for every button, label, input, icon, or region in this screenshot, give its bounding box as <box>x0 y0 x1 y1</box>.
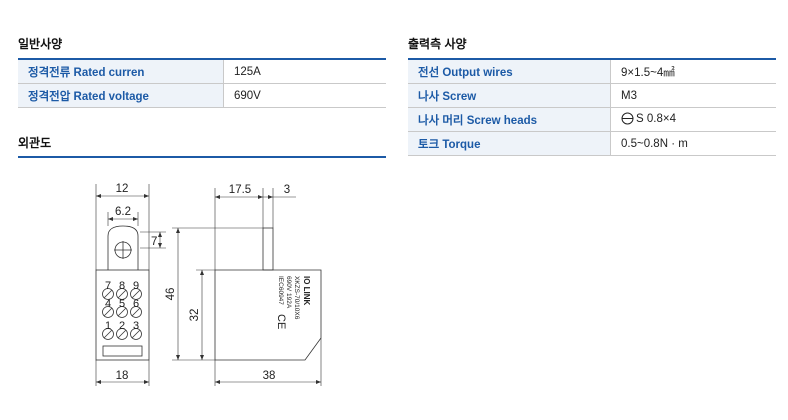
dim-side-width: 38 <box>263 370 276 382</box>
side-view <box>214 227 322 361</box>
label-standard: IEC60947 <box>277 276 284 305</box>
dim-width-bottom: 18 <box>116 370 129 382</box>
dim-width-inner: 6.2 <box>115 206 131 218</box>
spec-label: 전선 Output wires <box>408 60 611 84</box>
terminal-number: 4 <box>105 298 111 310</box>
general-spec-title: 일반사양 <box>18 37 63 51</box>
output-spec-table: 전선 Output wires 9×1.5~4㎟ 나사 Screw M3 나사 … <box>408 60 776 156</box>
table-row: 나사 Screw M3 <box>408 83 776 108</box>
dim-side-offset: 17.5 <box>229 184 251 196</box>
table-row: 전선 Output wires 9×1.5~4㎟ <box>408 60 776 84</box>
spec-value: 690V <box>223 83 386 108</box>
table-row: 나사 머리 Screw heads S 0.8×4 <box>408 107 776 132</box>
spec-label: 토크 Torque <box>408 131 611 156</box>
terminal-screws <box>102 288 142 340</box>
spec-label: 나사 Screw <box>408 83 611 108</box>
terminal-number: 7 <box>105 280 111 292</box>
spec-value: M3 <box>610 83 776 108</box>
dim-height-body: 32 <box>189 309 201 322</box>
label-model: XKZS-70/10X6 <box>293 276 300 320</box>
ce-mark: CE <box>275 314 287 329</box>
spec-value: 0.5~0.8N · m <box>610 131 776 156</box>
table-row: 정격전류 Rated curren 125A <box>18 60 386 84</box>
spec-label: 정격전류 Rated curren <box>18 60 224 84</box>
front-tab <box>107 225 139 270</box>
label-rating: 690V 192A <box>285 276 292 309</box>
terminal-number: 2 <box>119 320 125 332</box>
drawing-rule <box>18 156 386 158</box>
output-spec-rule <box>408 58 776 60</box>
spec-value: S 0.8×4 <box>610 107 776 132</box>
dim-width-top: 12 <box>116 183 129 195</box>
screw-head-icon <box>621 112 634 128</box>
dim-tab: 7 <box>151 236 157 248</box>
terminal-number: 1 <box>105 320 111 332</box>
dimension-arrows <box>96 194 321 384</box>
spec-value: 9×1.5~4㎟ <box>610 60 776 84</box>
spec-label: 나사 머리 Screw heads <box>408 107 611 132</box>
product-label: IO LINK XKZS-70/10X6 690V 192A IEC60947 … <box>275 276 311 329</box>
dim-height-total: 46 <box>165 288 177 301</box>
table-row: 정격전압 Rated voltage 690V <box>18 83 386 108</box>
terminal-number: 3 <box>133 320 139 332</box>
front-body <box>95 269 150 361</box>
terminal-number: 9 <box>133 280 139 292</box>
table-row: 토크 Torque 0.5~0.8N · m <box>408 131 776 156</box>
brand-logo: IO LINK <box>302 276 311 306</box>
terminal-numbers: 7 8 9 4 5 6 1 2 3 <box>105 280 139 332</box>
terminal-number: 5 <box>119 298 125 310</box>
terminal-number: 6 <box>133 298 139 310</box>
side-dimensions <box>172 188 322 386</box>
terminal-number: 8 <box>119 280 125 292</box>
output-spec-title: 출력측 사양 <box>408 37 467 51</box>
general-spec-rule <box>18 58 386 60</box>
drawing-title: 외관도 <box>18 136 52 150</box>
spec-label: 정격전압 Rated voltage <box>18 83 224 108</box>
spec-value-text: S 0.8×4 <box>636 112 676 125</box>
front-bottom-bar <box>102 345 143 357</box>
general-spec-table: 정격전류 Rated curren 125A 정격전압 Rated voltag… <box>18 60 386 108</box>
spec-value: 125A <box>223 60 386 84</box>
dim-side-tab: 3 <box>284 184 290 196</box>
